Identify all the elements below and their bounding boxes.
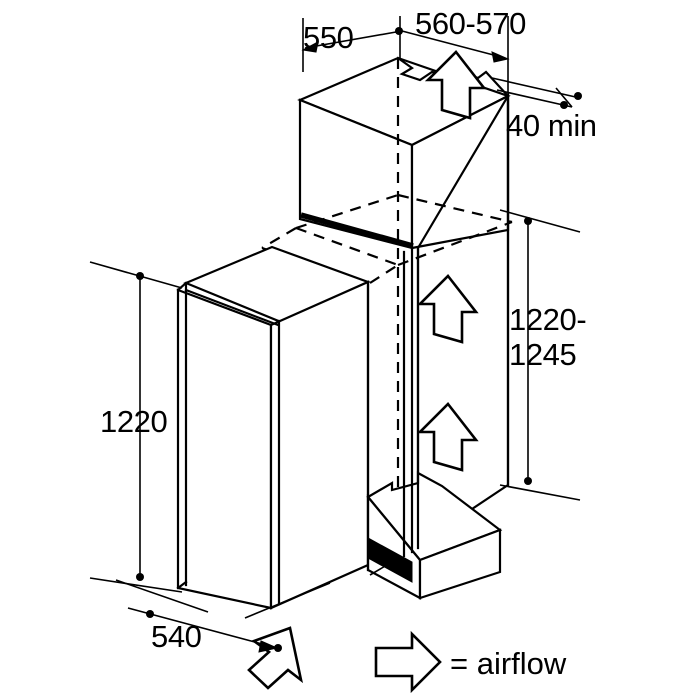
label-appliance-depth: 540 <box>151 619 202 654</box>
legend-airflow-arrow-shape <box>374 630 442 694</box>
airflow-arrow-cabinet-lower-shape <box>416 402 479 472</box>
hidden-niche-outline <box>261 58 513 545</box>
dimension-line-560-570 <box>401 30 506 59</box>
airflow-arrow-top-shape <box>424 50 487 120</box>
refrigerator-door-bevel-top <box>176 281 188 292</box>
label-niche-height-line1: 1220- <box>509 302 586 337</box>
arrowhead-550-left <box>301 41 319 53</box>
refrigerator-door-front <box>176 288 273 610</box>
label-niche-width: 560-570 <box>415 6 526 41</box>
airflow-arrow-cabinet-lower <box>416 402 479 472</box>
refrigerator-appliance <box>176 245 371 610</box>
dimension-group-top <box>299 16 582 109</box>
witness-line-540-left <box>115 579 209 613</box>
arrowhead-540-right <box>258 640 279 653</box>
airflow-arrow-cabinet-upper <box>416 274 479 344</box>
dimension-dot-1220-top <box>136 272 144 280</box>
refrigerator-door-bevel-bottom <box>176 580 188 590</box>
leader-40min-upper <box>491 77 581 99</box>
label-appliance-height: 1220 <box>100 404 168 439</box>
witness-line-1220-1245-top <box>499 209 581 233</box>
hidden-edge-fridge-top-right <box>369 264 399 284</box>
hidden-shelf-right-back <box>397 193 513 224</box>
legend-label: = airflow <box>450 646 567 681</box>
dimension-dot-40min-lower <box>560 101 568 109</box>
label-top-gap-min: 40 min <box>506 108 597 143</box>
arrowhead-560-570-right <box>491 51 510 63</box>
witness-line-1220-bottom <box>89 577 183 593</box>
witness-line-1220-1245-bottom <box>499 484 581 501</box>
leader-40min-tick <box>555 87 573 108</box>
leader-40min-lower <box>496 89 573 108</box>
airflow-arrow-cabinet-upper-shape <box>416 274 479 344</box>
airflow-arrow-top <box>424 50 487 120</box>
witness-line-540-right <box>244 582 331 619</box>
dimension-dot-540-left <box>146 610 154 618</box>
dimension-dot-550-right <box>395 27 403 35</box>
dimension-group-540 <box>115 579 331 653</box>
dimension-group-1220 <box>89 261 183 593</box>
dimension-line-550 <box>304 31 397 49</box>
dimension-dot-540-right <box>274 644 282 652</box>
hidden-edge-left-drop <box>261 227 297 249</box>
dimension-dot-40min-upper <box>574 92 582 100</box>
dimension-group-1220-1245 <box>499 209 581 501</box>
refrigerator-top-bevel-line <box>184 288 280 327</box>
witness-line-1220-top <box>89 261 183 289</box>
niche-inner-edges <box>366 246 420 572</box>
grille-leader-tick <box>369 561 393 576</box>
cabinet-base-plinth <box>366 471 503 600</box>
label-niche-height-line2: 1245 <box>509 337 576 372</box>
dimension-dot-1220-bottom <box>136 573 144 581</box>
legend-airflow-arrow <box>374 630 442 694</box>
label-niche-depth: 550 <box>303 20 354 55</box>
refrigerator-side-face <box>269 280 370 610</box>
airflow-arrow-base-intake <box>247 626 304 690</box>
plinth-right-face <box>418 528 502 600</box>
airflow-arrow-base-intake-shape <box>247 626 304 690</box>
dimension-dot-1220-1245-top <box>524 217 532 225</box>
dimension-dot-1220-1245-bottom <box>524 477 532 485</box>
